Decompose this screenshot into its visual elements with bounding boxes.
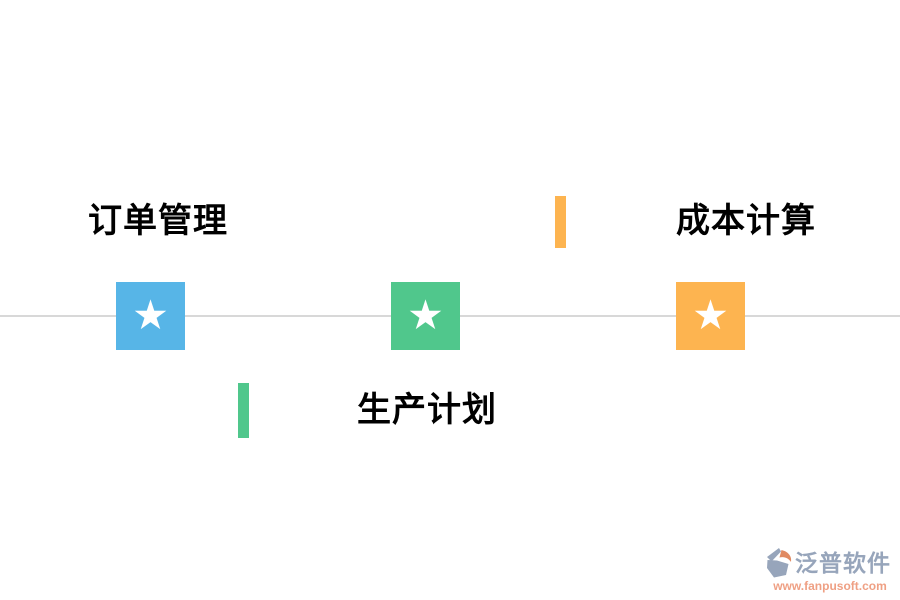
- watermark-url-text: www.fanpusoft.com: [773, 579, 887, 593]
- tick-bar-production-plan: [238, 383, 249, 438]
- milestone-marker-production-plan: ★: [391, 282, 460, 350]
- watermark: 泛普软件 www.fanpusoft.com: [766, 548, 894, 592]
- star-icon: ★: [692, 290, 729, 339]
- milestone-marker-cost-calculation: ★: [676, 282, 745, 350]
- star-icon: ★: [132, 290, 169, 339]
- milestone-label-production-plan: 生产计划: [357, 391, 497, 429]
- milestone-label-order-management: 订单管理: [88, 202, 228, 240]
- tick-bar-cost-calculation: [555, 196, 566, 248]
- milestone-marker-order-management: ★: [116, 282, 185, 350]
- fanpu-logo-icon: [767, 548, 792, 578]
- star-icon: ★: [407, 290, 444, 339]
- watermark-brand-text: 泛普软件: [795, 549, 891, 576]
- milestone-label-cost-calculation: 成本计算: [676, 202, 816, 240]
